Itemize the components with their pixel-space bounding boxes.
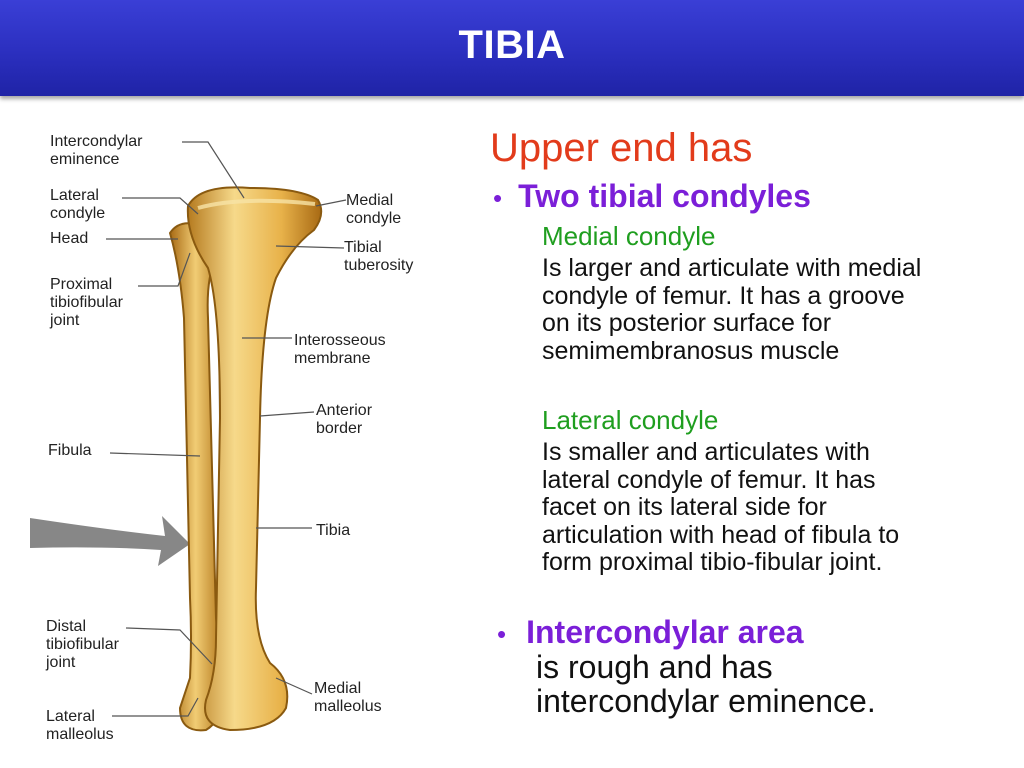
label-tibia: Tibia (316, 522, 350, 540)
text-line: lateral condyle of femur. It has (542, 467, 1002, 495)
medial-condyle-title: Medial condyle (542, 221, 715, 252)
text-line: on its posterior surface for (542, 310, 1002, 338)
label-head: Head (50, 230, 88, 248)
label-fibula: Fibula (48, 442, 92, 460)
label-proximal-tibiofibular-joint: Proximal tibiofibular joint (50, 276, 123, 330)
pointer-arrow (30, 516, 190, 566)
bullet-marker: • (497, 619, 506, 649)
label-tibial-tuberosity: Tibial tuberosity (344, 239, 413, 275)
text-line: intercondylar eminence. (536, 684, 1016, 718)
bullet-text: Two tibial condyles (518, 178, 811, 214)
label-anterior-border: Anterior border (316, 402, 372, 438)
text-line: Is larger and articulate with medial (542, 255, 1002, 283)
tibia-fibula-illustration: Intercondylar eminence Lateral condyle H… (30, 118, 454, 750)
intercondylar-area-description: is rough and has intercondylar eminence. (536, 650, 1016, 718)
text-line: is rough and has (536, 650, 1016, 684)
slide-title: TIBIA (0, 23, 1024, 68)
bullet-marker: • (493, 183, 502, 213)
label-intercondylar-eminence: Intercondylar eminence (50, 133, 143, 169)
bullet-title: Intercondylar area (526, 614, 803, 650)
label-lateral-malleolus: Lateral malleolus (46, 708, 114, 744)
title-bar: TIBIA (0, 0, 1024, 96)
label-medial-malleolus: Medial malleolus (314, 680, 382, 716)
text-line: facet on its lateral side for (542, 494, 1002, 522)
text-line: articulation with head of fibula to (542, 522, 1002, 550)
section-heading: Upper end has (490, 126, 752, 171)
bullet-intercondylar-area: • Intercondylar area (497, 614, 804, 651)
text-line: semimembranosus muscle (542, 338, 1002, 366)
label-distal-tibiofibular-joint: Distal tibiofibular joint (46, 618, 119, 672)
text-line: condyle of femur. It has a groove (542, 283, 1002, 311)
text-line: form proximal tibio-fibular joint. (542, 549, 1002, 577)
lateral-condyle-description: Is smaller and articulates with lateral … (542, 439, 1002, 577)
label-lateral-condyle: Lateral condyle (50, 187, 105, 223)
medial-condyle-description: Is larger and articulate with medial con… (542, 255, 1002, 365)
lateral-condyle-title: Lateral condyle (542, 405, 718, 436)
label-interosseous-membrane: Interosseous membrane (294, 332, 386, 368)
bullet-tibial-condyles: • Two tibial condyles (493, 178, 811, 215)
text-line: Is smaller and articulates with (542, 439, 1002, 467)
label-medial-condyle: Medial condyle (346, 192, 401, 228)
